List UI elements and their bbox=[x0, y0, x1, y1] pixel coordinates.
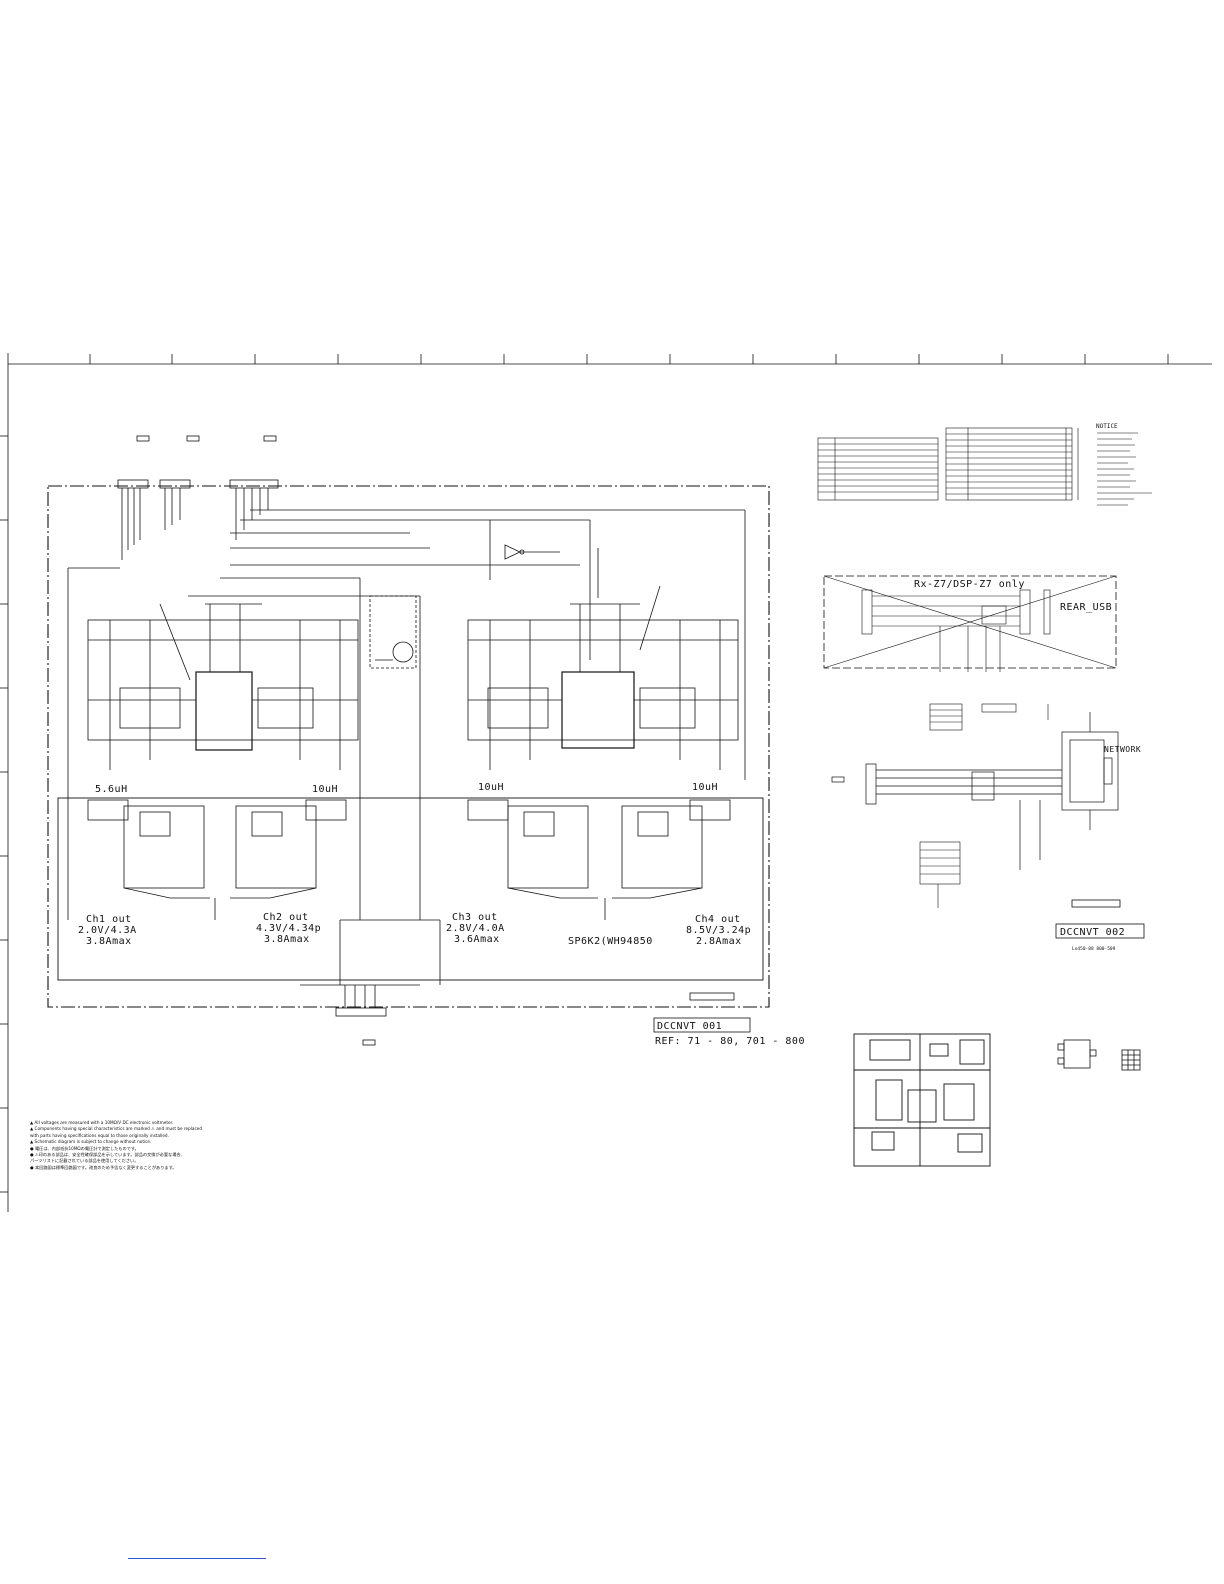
inner-frame bbox=[57, 797, 764, 981]
usb-block bbox=[823, 575, 1117, 672]
network-label: NETWORK bbox=[1104, 745, 1141, 754]
board-outline bbox=[47, 485, 770, 1008]
title-frame-1 bbox=[653, 1017, 751, 1033]
parts-legend bbox=[817, 427, 1079, 501]
title-box-1 bbox=[689, 992, 735, 1001]
network-block bbox=[831, 712, 1119, 870]
title-2-label: DCCNVT 002 bbox=[1060, 927, 1125, 938]
top-connectors bbox=[117, 435, 279, 560]
ch4-max-label: 2.8Amax bbox=[696, 936, 742, 947]
ch1-max-label: 3.8Amax bbox=[86, 936, 132, 947]
note-line: パーツリストに記載されている部品を使用してください。 bbox=[30, 1158, 139, 1164]
symbol-legend bbox=[1057, 1039, 1141, 1071]
title-box-2 bbox=[1071, 899, 1121, 908]
ch2-out-label: Ch2 out bbox=[263, 912, 309, 923]
note-line: ● 電圧は、内部抵抗10MΩの電圧計で測定したものです。 bbox=[30, 1145, 139, 1151]
note-line: with parts having specifications equal t… bbox=[30, 1132, 169, 1138]
ch1-out-label: Ch1 out bbox=[86, 914, 132, 925]
ch1-spec-label: 2.0V/4.3A bbox=[78, 925, 137, 936]
ref-1-label: REF: 71 - 80, 701 - 800 bbox=[655, 1036, 805, 1047]
bus-lines bbox=[67, 509, 746, 985]
inductor-ch2-label: 10uH bbox=[312, 784, 338, 795]
usb-header-label: Rx-Z7/DSP-Z7 only bbox=[914, 579, 1025, 590]
center-parts bbox=[369, 520, 599, 669]
note-line: ● ⚠印のある部品は、安全性確保部品を示しています。部品の交換が必要な場合、 bbox=[30, 1152, 185, 1158]
rear-usb-label: REAR_USB bbox=[1060, 602, 1112, 613]
inductor-ch1-label: 5.6uH bbox=[95, 784, 128, 795]
ch3-spec-label: 2.8V/4.0A bbox=[446, 923, 505, 934]
ch4-spec-label: 8.5V/3.24p bbox=[686, 925, 751, 936]
grid-frame bbox=[0, 353, 1212, 1212]
converter-block-left bbox=[87, 603, 359, 920]
ch3-out-label: Ch3 out bbox=[452, 912, 498, 923]
note-line: ● 本回路図は標準回路図です。改良のため予告なく変更することがあります。 bbox=[30, 1164, 177, 1170]
note-line: ▲ Schematic diagram is subject to change… bbox=[30, 1139, 152, 1145]
jumper-blocks bbox=[919, 703, 1049, 908]
ref-2-label: Lo450-88 800-509 bbox=[1072, 946, 1116, 952]
bottom-connector bbox=[300, 984, 420, 1046]
ic-part-label: SP6K2(WH94850 bbox=[568, 936, 653, 947]
notice-list bbox=[1097, 432, 1152, 506]
ch4-out-label: Ch4 out bbox=[695, 914, 741, 925]
notice-title: NOTICE bbox=[1096, 423, 1118, 430]
schematic-notes: ▲ All voltages are measured with a 10MΩ/… bbox=[30, 1120, 220, 1171]
ch3-max-label: 3.6Amax bbox=[454, 934, 500, 945]
inductor-ch4-label: 10uH bbox=[692, 782, 718, 793]
title-1-label: DCCNVT 001 bbox=[657, 1021, 722, 1032]
ch2-spec-label: 4.3V/4.34p bbox=[256, 923, 321, 934]
usb-block-outline bbox=[823, 575, 1117, 669]
bottom-link-rule bbox=[128, 1558, 266, 1559]
inductor-ch3-label: 10uH bbox=[478, 782, 504, 793]
converter-block-right bbox=[467, 585, 739, 920]
pcb-footprint bbox=[853, 1033, 991, 1167]
note-line: ▲ All voltages are measured with a 10MΩ/… bbox=[30, 1120, 174, 1125]
note-line: ▲ Components having special characterist… bbox=[30, 1126, 203, 1132]
ch2-max-label: 3.8Amax bbox=[264, 934, 310, 945]
title-frame-2 bbox=[1055, 923, 1145, 939]
